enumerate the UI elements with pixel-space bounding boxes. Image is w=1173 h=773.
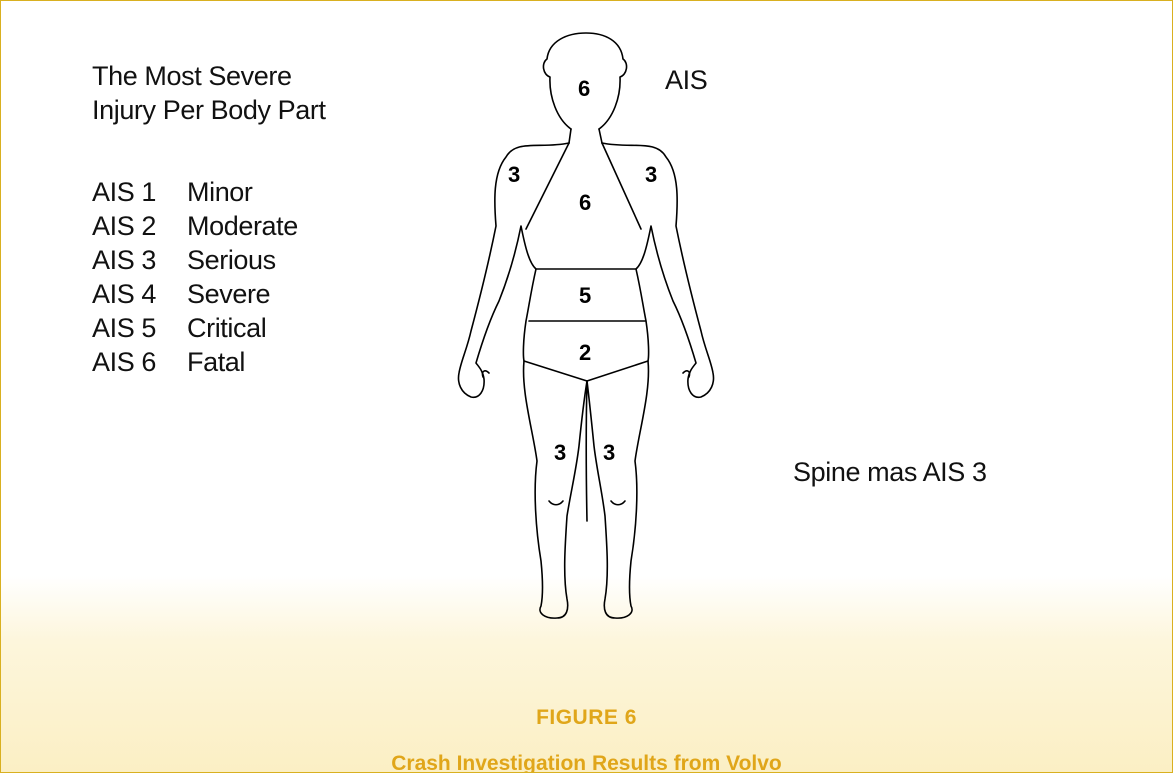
chest-score: 6 <box>579 190 591 215</box>
figure-number: FIGURE 6 <box>1 706 1172 730</box>
left-leg-score: 3 <box>554 440 566 465</box>
ais-level-code: AIS 6 <box>92 345 187 379</box>
ais-level-label: Severe <box>187 277 270 311</box>
right-arm-score: 3 <box>645 162 657 187</box>
neck-outline <box>569 129 602 143</box>
heading-line-2: Injury Per Body Part <box>92 93 326 127</box>
ais-level-code: AIS 3 <box>92 243 187 277</box>
head-score: 6 <box>578 76 590 101</box>
ais-level-code: AIS 2 <box>92 209 187 243</box>
ais-level-code: AIS 1 <box>92 175 187 209</box>
ais-level-label: Moderate <box>187 209 298 243</box>
heading-line-1: The Most Severe <box>92 59 326 93</box>
left-arm-score: 3 <box>508 162 520 187</box>
abdomen-score: 5 <box>579 283 591 308</box>
ais-level-row: AIS 4 Severe <box>92 277 326 311</box>
ais-level-row: AIS 3 Serious <box>92 243 326 277</box>
ais-level-row: AIS 2 Moderate <box>92 209 326 243</box>
right-leg-score: 3 <box>603 440 615 465</box>
figure-caption: Crash Investigation Results from Volvo <box>1 753 1172 773</box>
pelvis-score: 2 <box>579 340 591 365</box>
ais-level-label: Fatal <box>187 345 245 379</box>
ais-level-label: Serious <box>187 243 276 277</box>
ais-level-row: AIS 1 Minor <box>92 175 326 209</box>
spine-note: Spine mas AIS 3 <box>793 457 987 488</box>
ais-level-row: AIS 6 Fatal <box>92 345 326 379</box>
legend-block: The Most Severe Injury Per Body Part AIS… <box>92 59 326 379</box>
ais-level-list: AIS 1 Minor AIS 2 Moderate AIS 3 Serious… <box>92 175 326 379</box>
ais-level-row: AIS 5 Critical <box>92 311 326 345</box>
chest-v-outline <box>526 143 641 229</box>
ais-level-code: AIS 4 <box>92 277 187 311</box>
ais-level-label: Minor <box>187 175 253 209</box>
left-knee <box>549 501 563 505</box>
right-knee <box>611 501 625 505</box>
inner-leg-line <box>586 381 587 521</box>
ais-level-code: AIS 5 <box>92 311 187 345</box>
ais-level-label: Critical <box>187 311 266 345</box>
body-outline-diagram: 6 6 3 3 5 2 3 3 <box>441 31 741 631</box>
